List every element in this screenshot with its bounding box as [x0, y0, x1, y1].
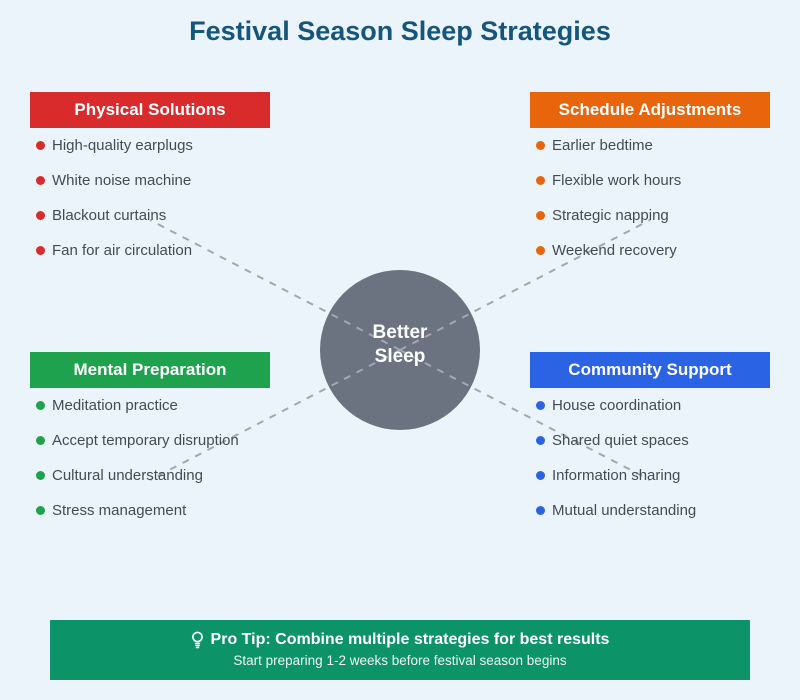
list-item: Fan for air circulation — [30, 233, 290, 268]
list-item: Weekend recovery — [530, 233, 790, 268]
pro-tip-subtitle: Start preparing 1-2 weeks before festiva… — [233, 653, 567, 668]
bullet-dot-icon — [536, 436, 545, 445]
bullet-dot-icon — [536, 141, 545, 150]
list-item: White noise machine — [30, 163, 290, 198]
lightbulb-icon — [191, 631, 204, 649]
item-label: White noise machine — [52, 172, 192, 189]
item-label: Blackout curtains — [52, 207, 167, 224]
pro-tip-title: Pro Tip: Combine multiple strategies for… — [210, 631, 610, 648]
item-label: Cultural understanding — [52, 467, 203, 484]
list-item: High-quality earplugs — [30, 128, 290, 163]
better-sleep-label-line2: Sleep — [374, 346, 426, 367]
quadrant-header-schedule: Schedule Adjustments — [530, 92, 770, 128]
item-label: Meditation practice — [52, 397, 178, 414]
item-label: High-quality earplugs — [52, 137, 193, 154]
list-item: Meditation practice — [30, 388, 290, 423]
pro-tip-banner: Pro Tip: Combine multiple strategies for… — [50, 620, 750, 680]
bullet-dot-icon — [536, 211, 545, 220]
list-item: House coordination — [530, 388, 790, 423]
item-label: Information sharing — [552, 467, 681, 484]
better-sleep-label-line1: Better — [372, 322, 428, 343]
connector-line-mental — [149, 349, 401, 481]
item-label: Fan for air circulation — [52, 242, 193, 259]
quadrant-mental-preparation: Mental Preparation Meditation practice A… — [30, 352, 270, 528]
bullet-dot-icon — [36, 141, 45, 150]
list-item: Cultural understanding — [30, 458, 290, 493]
bullet-dot-icon — [36, 401, 45, 410]
quadrant-community-support: Community Support House coordination Sha… — [530, 352, 770, 528]
bullet-dot-icon — [36, 436, 45, 445]
bullet-dot-icon — [536, 471, 545, 480]
quadrant-items-mental: Meditation practice Accept temporary dis… — [30, 388, 290, 528]
connector-line-physical — [149, 219, 401, 351]
bullet-dot-icon — [536, 176, 545, 185]
item-label: Accept temporary disruption — [52, 432, 239, 449]
quadrant-header-mental: Mental Preparation — [30, 352, 270, 388]
bullet-dot-icon — [536, 401, 545, 410]
item-label: House coordination — [552, 397, 682, 414]
bullet-dot-icon — [36, 176, 45, 185]
list-item: Shared quiet spaces — [530, 423, 790, 458]
quadrant-header-community: Community Support — [530, 352, 770, 388]
page-title: Festival Season Sleep Strategies — [189, 16, 611, 46]
list-item: Information sharing — [530, 458, 790, 493]
item-label: Strategic napping — [552, 207, 669, 224]
item-label: Shared quiet spaces — [552, 432, 689, 449]
connector-line-community — [399, 349, 651, 481]
quadrant-schedule-adjustments: Schedule Adjustments Earlier bedtime Fle… — [530, 92, 770, 268]
item-label: Stress management — [52, 502, 187, 519]
quadrant-items-physical: High-quality earplugs White noise machin… — [30, 128, 290, 268]
bullet-dot-icon — [36, 471, 45, 480]
bullet-dot-icon — [36, 211, 45, 220]
item-label: Flexible work hours — [552, 172, 682, 189]
quadrant-items-schedule: Earlier bedtime Flexible work hours Stra… — [530, 128, 790, 268]
bullet-dot-icon — [536, 246, 545, 255]
list-item: Blackout curtains — [30, 198, 290, 233]
bullet-dot-icon — [36, 506, 45, 515]
bullet-dot-icon — [536, 506, 545, 515]
item-label: Weekend recovery — [552, 242, 677, 259]
list-item: Earlier bedtime — [530, 128, 790, 163]
list-item: Stress management — [30, 493, 290, 528]
better-sleep-label: Better Sleep — [320, 321, 480, 369]
connector-line-schedule — [399, 219, 651, 351]
list-item: Flexible work hours — [530, 163, 790, 198]
quadrant-header-physical: Physical Solutions — [30, 92, 270, 128]
quadrant-physical-solutions: Physical Solutions High-quality earplugs… — [30, 92, 270, 268]
pro-tip-title-row: Pro Tip: Combine multiple strategies for… — [50, 631, 750, 649]
list-item: Strategic napping — [530, 198, 790, 233]
item-label: Mutual understanding — [552, 502, 697, 519]
quadrant-items-community: House coordination Shared quiet spaces I… — [530, 388, 790, 528]
item-label: Earlier bedtime — [552, 137, 653, 154]
bullet-dot-icon — [36, 246, 45, 255]
list-item: Accept temporary disruption — [30, 423, 290, 458]
list-item: Mutual understanding — [530, 493, 790, 528]
